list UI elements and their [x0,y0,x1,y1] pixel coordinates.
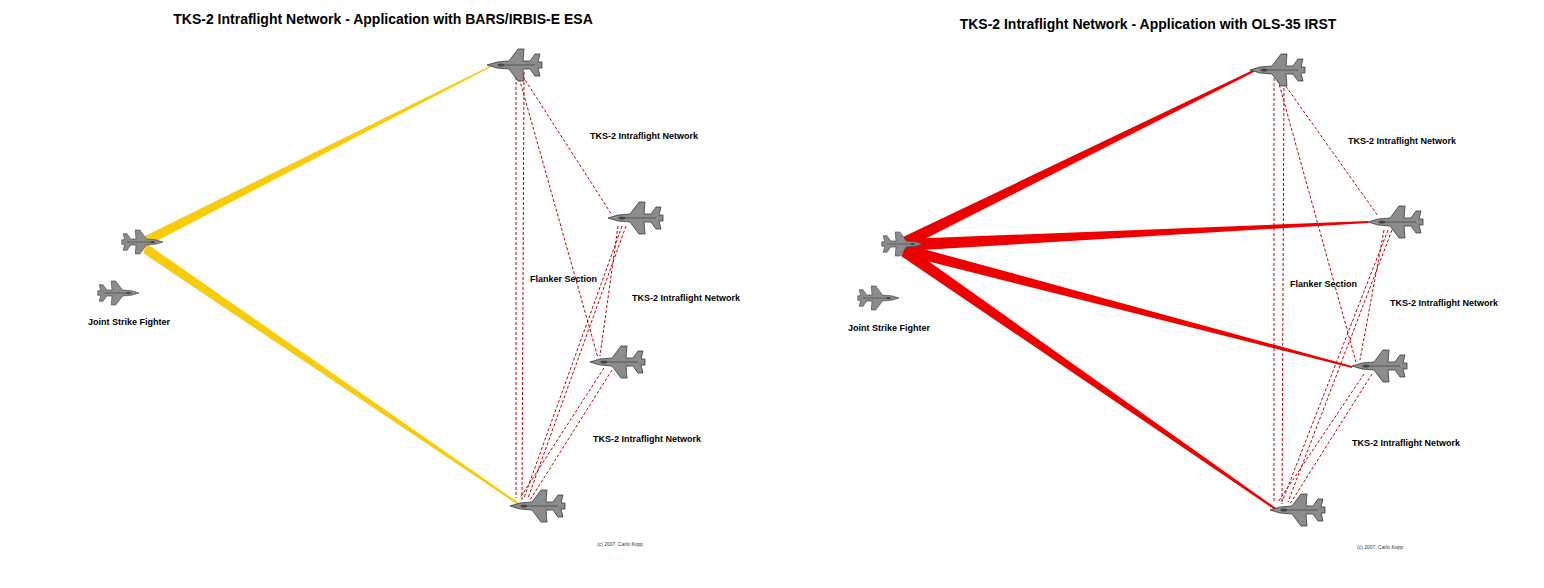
jsf-aircraft [98,281,139,305]
copyright-note: (c) 2007, Carlo Kopp [597,542,643,548]
network-label: TKS-2 Intraflight Network [1352,439,1460,449]
network-label: TKS-2 Intraflight Network [593,435,701,445]
aircraft-label: Joint Strike Fighter [88,318,170,328]
section-label: Flanker Section [1290,280,1357,290]
flanker-aircraft [1368,206,1423,238]
flanker-aircraft [510,490,565,522]
irst-beam [905,221,1368,251]
flanker-aircraft [1270,494,1325,526]
radar-beam [145,65,492,246]
jsf-aircraft [122,230,163,254]
irst-beam [903,70,1254,249]
flanker-aircraft [1250,54,1305,86]
network-label: TKS-2 Intraflight Network [590,132,698,142]
aircraft-label: Joint Strike Fighter [848,324,930,334]
flanker-aircraft [1352,350,1407,382]
flanker-aircraft [487,49,542,81]
section-label: Flanker Section [530,275,597,285]
panel-title: TKS-2 Intraflight Network - Application … [173,12,593,27]
irst-beams [901,70,1368,510]
network-label: TKS-2 Intraflight Network [1390,299,1498,309]
flanker-aircraft [608,202,663,234]
network-label: TKS-2 Intraflight Network [632,294,740,304]
flanker-aircraft [590,346,645,378]
panel-title: TKS-2 Intraflight Network - Application … [960,17,1337,32]
irst-beam [903,244,1352,368]
irst-beam [901,246,1276,510]
esa-beams [143,65,519,505]
jsf-aircraft [882,232,923,256]
network-label: TKS-2 Intraflight Network [1348,137,1456,147]
copyright-note: (c) 2007, Carlo Kopp [1357,545,1403,551]
radar-beam [143,244,519,505]
jsf-aircraft [858,286,899,310]
